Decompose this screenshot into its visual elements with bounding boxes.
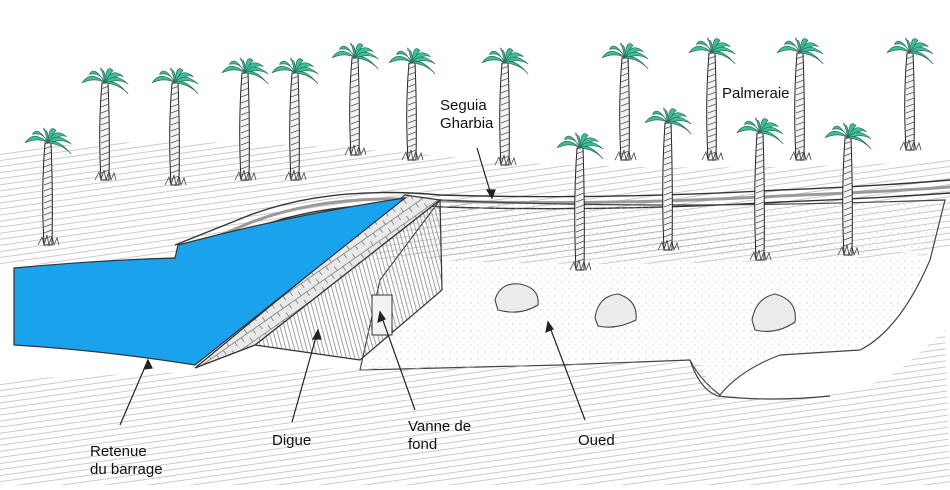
label-palmeraie: Palmeraie [722,85,790,103]
label-retenue-du-barrage: Retenue du barrage [90,443,163,479]
label-vanne-line1: Vanne de [408,418,471,436]
label-seguia-gharbia: Seguia Gharbia [440,97,493,133]
label-retenue-line2: du barrage [90,461,163,479]
label-oued: Oued [578,432,615,450]
arrowhead-retenue [144,360,152,369]
label-retenue-line1: Retenue [90,443,163,461]
palm-tree [332,43,378,155]
palm-tree [887,38,933,150]
label-digue: Digue [272,432,311,450]
label-vanne-de-fond: Vanne de fond [408,418,471,454]
palm-tree [389,48,435,160]
label-seguia-line1: Seguia [440,97,493,115]
label-vanne-line2: fond [408,436,471,454]
label-seguia-line2: Gharbia [440,115,493,133]
palm-tree [602,43,648,160]
